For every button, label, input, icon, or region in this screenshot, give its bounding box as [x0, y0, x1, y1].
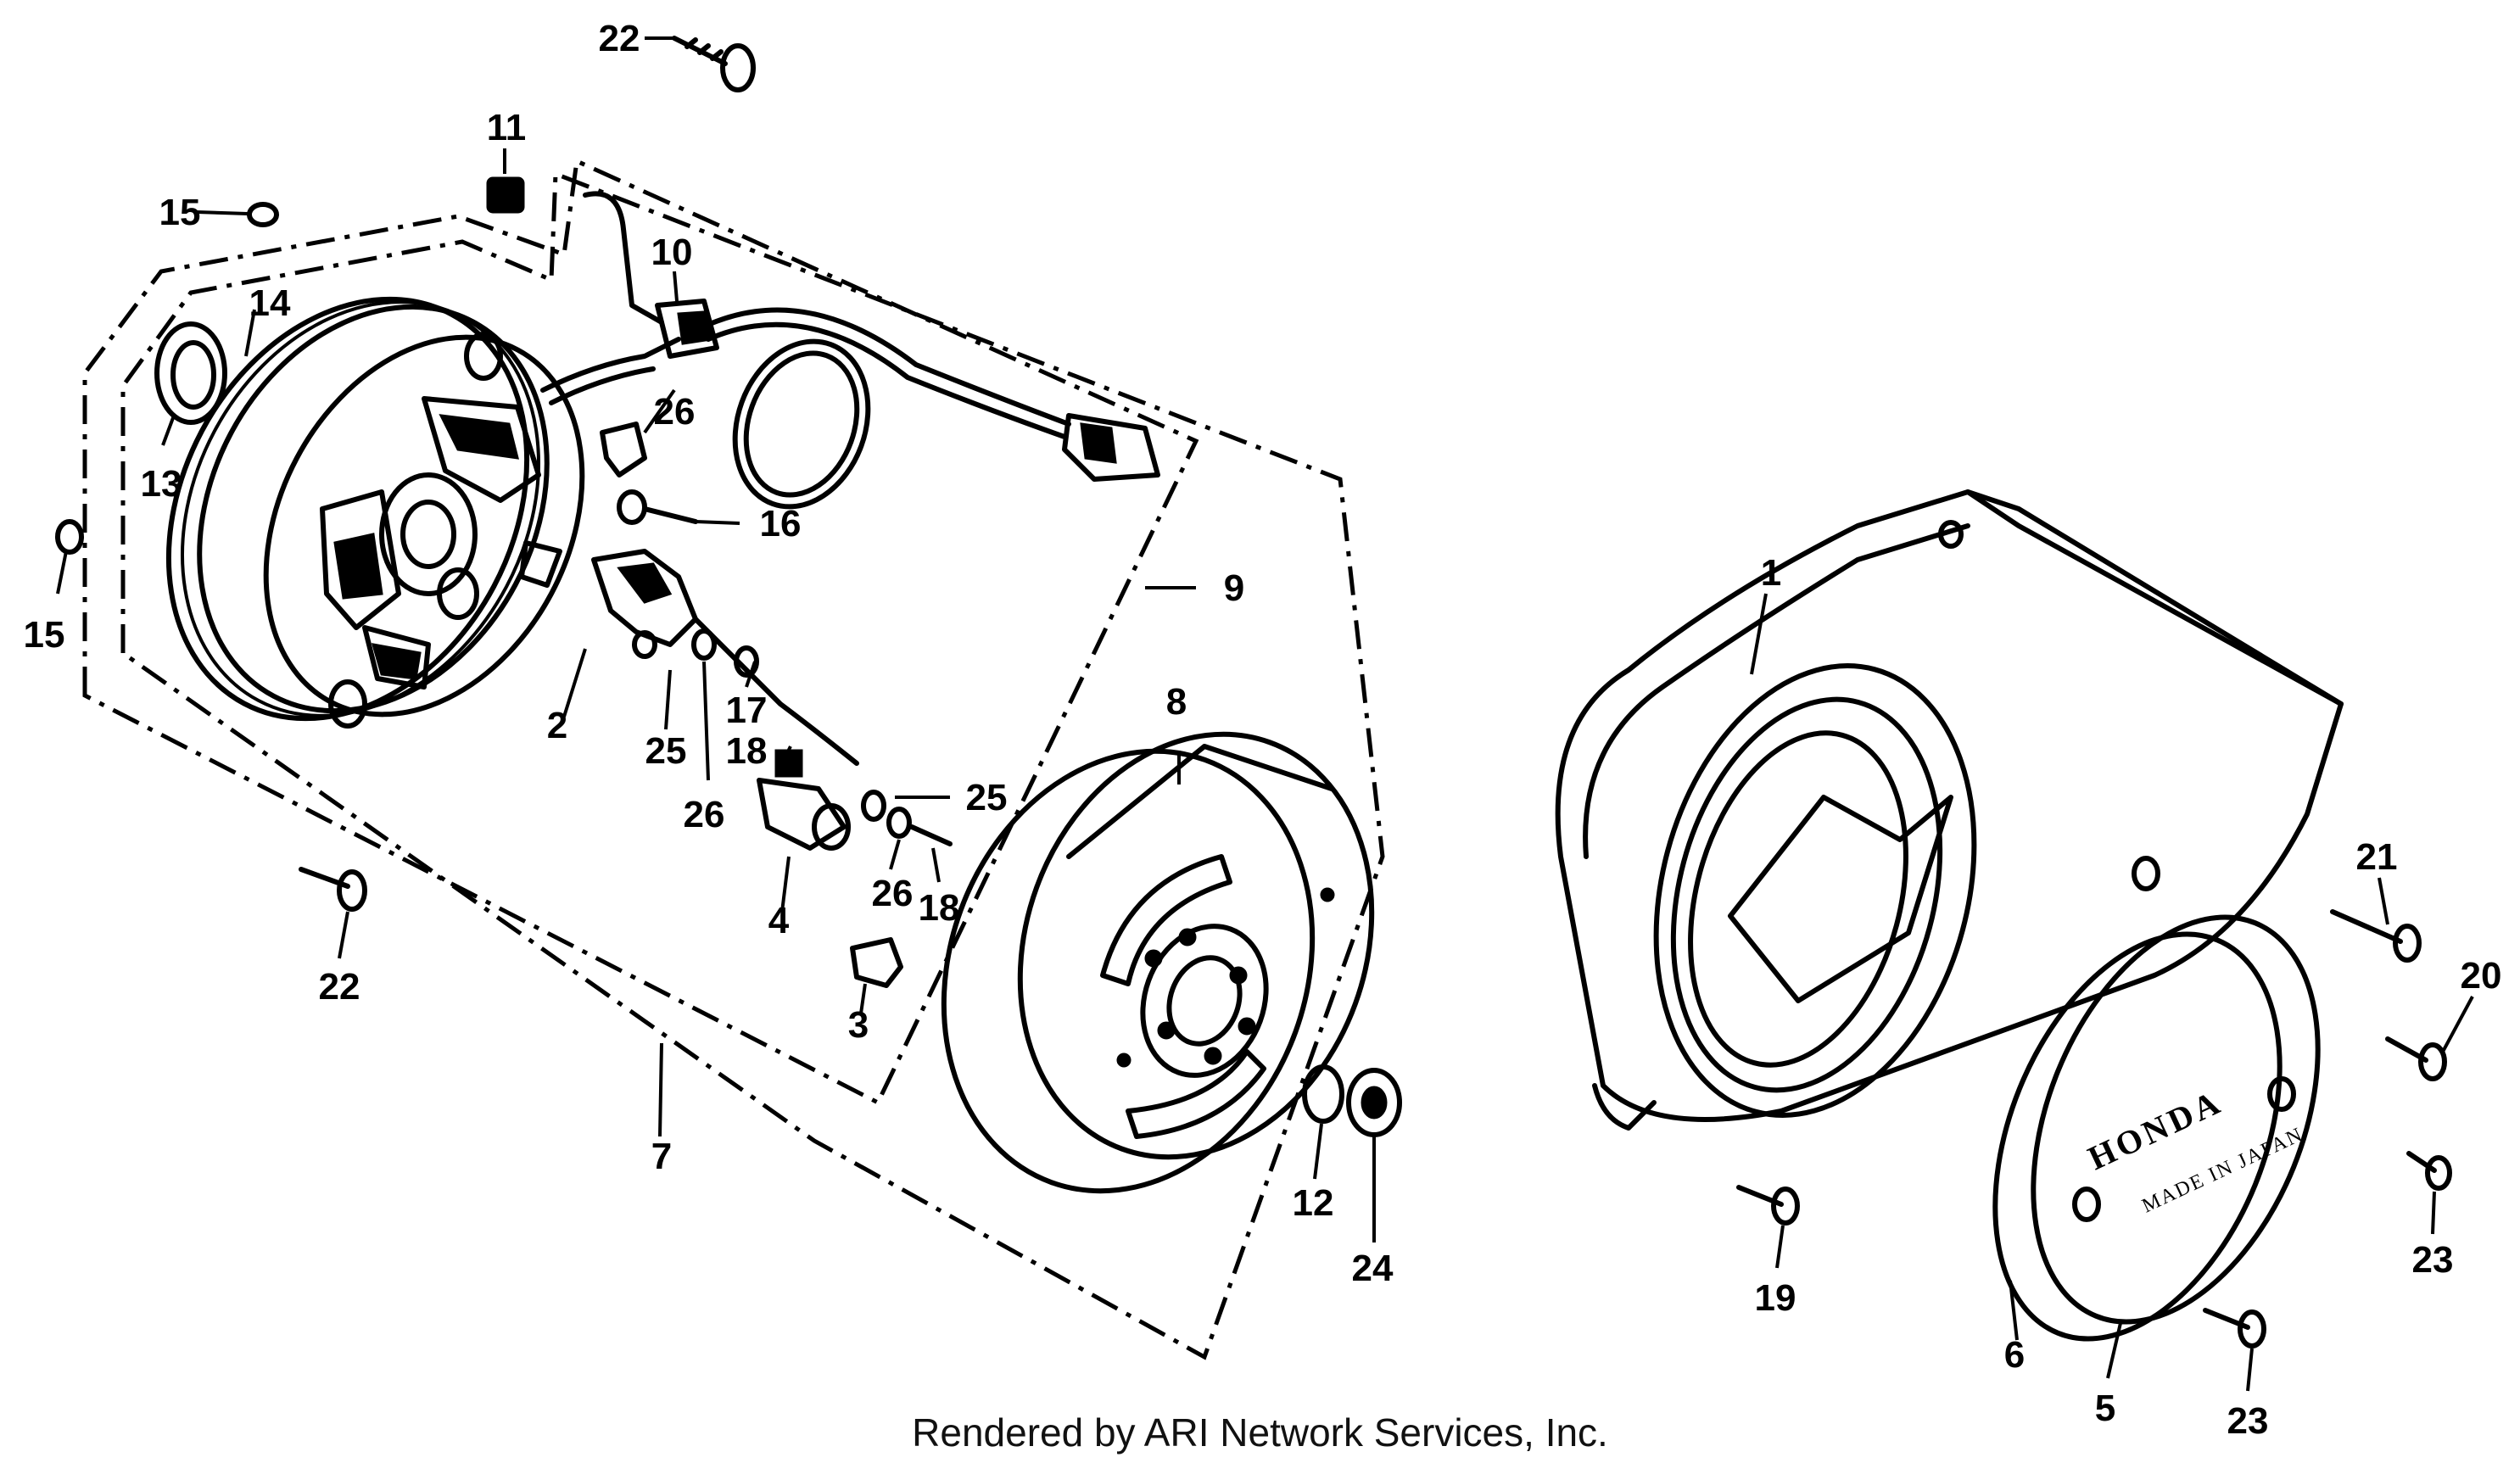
assembly-outline-9 — [120, 170, 1385, 1360]
callout-25: 25 — [645, 730, 687, 772]
callout-16: 16 — [760, 503, 802, 544]
callout-17: 17 — [726, 690, 768, 731]
callout-10: 10 — [651, 232, 693, 273]
callout-26: 26 — [872, 873, 914, 914]
callout-1: 1 — [1761, 552, 1781, 594]
callout-19: 19 — [1755, 1277, 1796, 1319]
callout-9: 9 — [1224, 567, 1244, 609]
screw — [2385, 1036, 2447, 1081]
screw — [2203, 1308, 2266, 1349]
callout-20: 20 — [2461, 955, 2502, 997]
fan-cover — [1555, 489, 2344, 1131]
screw — [2406, 1151, 2452, 1191]
small-screws — [691, 628, 953, 846]
cover-brand-text: HONDA — [2082, 1082, 2228, 1177]
callout-13: 13 — [141, 463, 182, 505]
callout-23: 23 — [2227, 1400, 2269, 1442]
callout-12: 12 — [1293, 1182, 1334, 1224]
callout-26: 26 — [684, 794, 725, 835]
cap — [486, 176, 525, 214]
callout-3: 3 — [848, 1004, 869, 1046]
wiring-harness — [540, 191, 1160, 510]
callout-18: 18 — [919, 887, 960, 929]
callout-24: 24 — [1352, 1248, 1394, 1289]
o-ring — [247, 202, 279, 227]
callout-5: 5 — [2095, 1388, 2115, 1429]
callout-23: 23 — [2412, 1239, 2454, 1281]
callout-labels: 1 2 3 4 5 6 7 8 9 10 11 12 13 14 15 15 1… — [24, 18, 2502, 1442]
callout-15: 15 — [159, 192, 201, 233]
callout-26: 26 — [654, 391, 696, 433]
screw — [2330, 909, 2422, 963]
bolt — [672, 36, 756, 92]
callout-7: 7 — [651, 1136, 672, 1177]
callout-25: 25 — [966, 777, 1008, 818]
bolt — [299, 867, 367, 912]
nut — [1346, 1068, 1402, 1137]
leader-lines — [56, 36, 2474, 1392]
condenser — [757, 749, 851, 851]
callout-22: 22 — [319, 966, 360, 1008]
stator-plate — [154, 296, 585, 729]
callout-6: 6 — [2004, 1334, 2025, 1376]
callout-21: 21 — [2356, 836, 2398, 878]
footer-credit: Rendered by ARI Network Services, Inc. — [912, 1410, 1608, 1455]
assembly-outline-7 — [82, 158, 1199, 1106]
cap-cover: HONDA MADE IN JAPAN — [1992, 914, 2321, 1342]
screw — [1736, 1185, 1800, 1226]
point-bracket — [600, 422, 698, 525]
callout-8: 8 — [1166, 681, 1187, 723]
oil-seal — [154, 321, 227, 425]
callout-2: 2 — [547, 705, 567, 746]
washer — [1302, 1064, 1344, 1124]
flywheel — [941, 731, 1375, 1194]
callout-14: 14 — [249, 282, 291, 324]
o-ring — [55, 519, 84, 555]
contact-breaker — [591, 549, 859, 766]
callout-11: 11 — [487, 107, 527, 148]
callout-22: 22 — [599, 18, 640, 59]
callout-18: 18 — [726, 730, 768, 772]
callout-4: 4 — [768, 900, 790, 941]
callout-15: 15 — [24, 614, 65, 656]
felt — [850, 937, 903, 988]
